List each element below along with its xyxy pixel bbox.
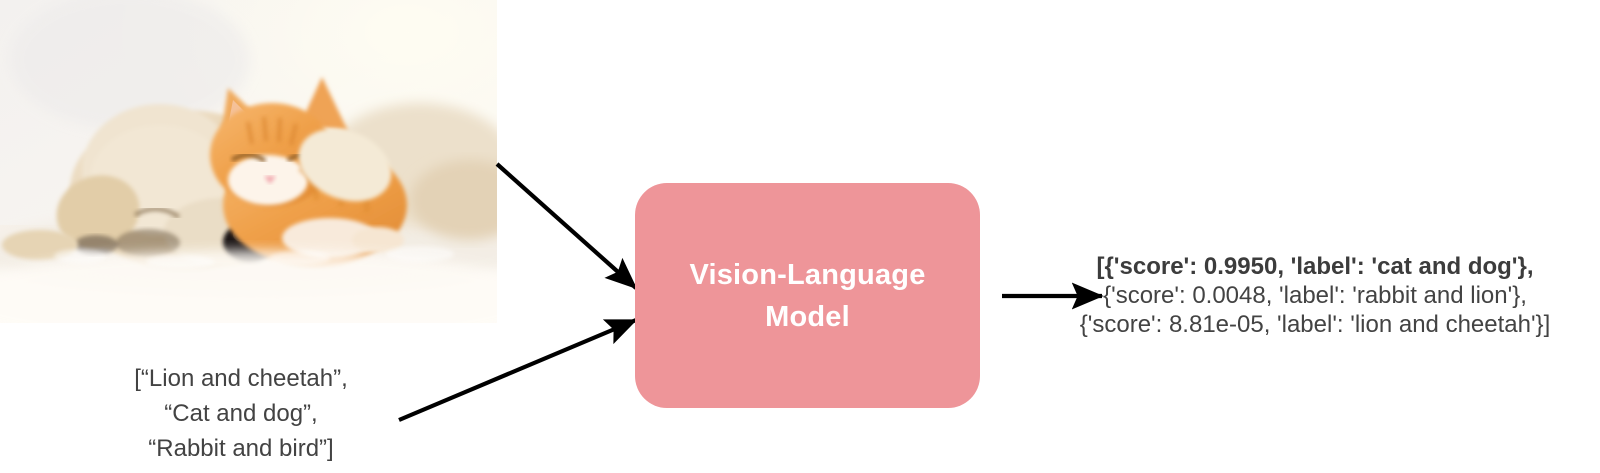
model-output: [{'score': 0.9950, 'label': 'cat and dog… bbox=[1055, 252, 1575, 339]
vision-language-model-box: Vision-Language Model bbox=[635, 183, 980, 408]
arrow-prompt-to-model bbox=[398, 318, 638, 422]
input-image bbox=[0, 0, 497, 323]
model-box-label: Vision-Language Model bbox=[689, 254, 925, 338]
prompt-line-2: “Cat and dog”, bbox=[164, 400, 318, 427]
output-prediction-1: [{'score': 0.9950, 'label': 'cat and dog… bbox=[1096, 253, 1534, 280]
prompt-line-3: “Rabbit and bird”] bbox=[148, 435, 334, 462]
prompt-line-1: [“Lion and cheetah”, bbox=[134, 365, 348, 392]
model-name-line-1: Vision-Language bbox=[689, 258, 926, 291]
arrow-image-to-model bbox=[495, 162, 638, 290]
model-name-line-2: Model bbox=[765, 300, 850, 333]
output-prediction-3: {'score': 8.81e-05, 'label': 'lion and c… bbox=[1079, 311, 1551, 338]
text-prompt-list: [“Lion and cheetah”, “Cat and dog”, “Rab… bbox=[96, 361, 386, 466]
output-prediction-2: {'score': 0.0048, 'label': 'rabbit and l… bbox=[1103, 282, 1527, 309]
input-image-illustration bbox=[0, 0, 497, 323]
